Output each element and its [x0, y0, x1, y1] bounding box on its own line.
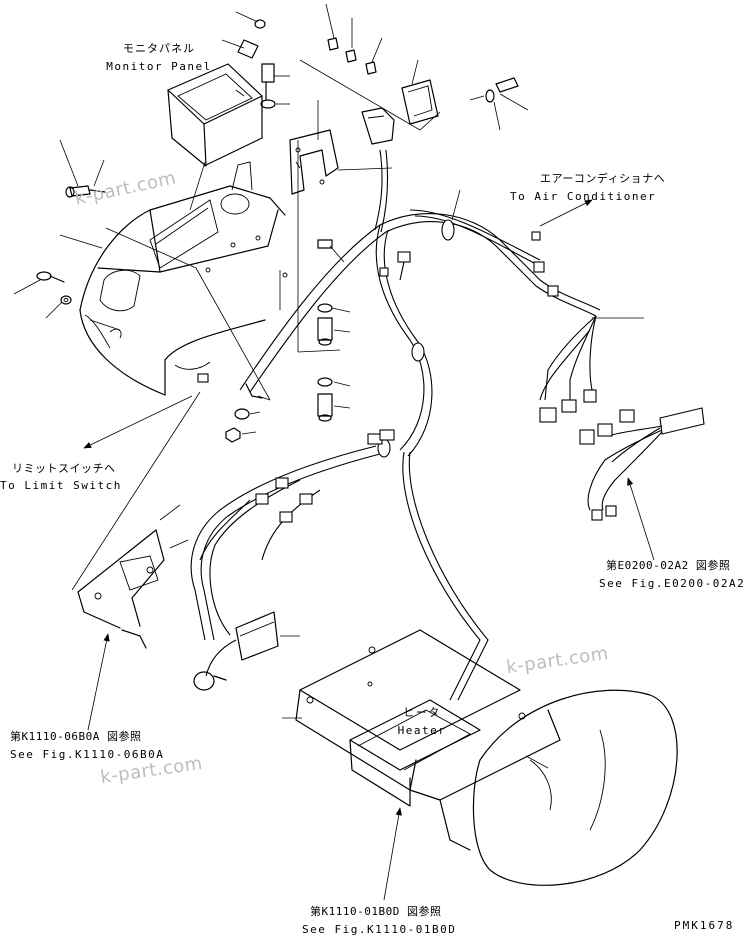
pointer-arrows [83, 199, 655, 901]
heater-label-jp: ヒータ [403, 706, 441, 719]
connector-clips-top [299, 37, 519, 145]
ref-e0200-label-jp: 第E0200-02A2 図参照 [606, 559, 731, 572]
ref-k1110-01-label-jp: 第K1110-01B0D 図参照 [310, 905, 442, 918]
air-conditioner-label-en: To Air Conditioner [510, 190, 657, 203]
ref-k1110-06-label-en: See Fig.K1110-06B0A [10, 748, 165, 761]
main-harness [190, 149, 601, 701]
monitor-panel-label-en: Monitor Panel [106, 60, 212, 73]
limit-switch-label-jp: リミットスイッチヘ [12, 462, 116, 475]
limit-switch-bracket-part [77, 529, 189, 649]
fasteners-left [36, 19, 276, 443]
ref-k1110-01-label-en: See Fig.K1110-01B0D [302, 923, 457, 936]
dashboard-housing-part [79, 161, 288, 396]
heater-unit-part [193, 611, 678, 886]
monitor-panel-label-jp: モニタパネル [123, 42, 195, 55]
air-conditioner-label-jp: エアーコンディショナヘ [540, 172, 666, 185]
mounting-bracket-part [279, 100, 341, 422]
ref-k1110-06-label-jp: 第K1110-06B0A 図参照 [10, 730, 142, 743]
heater-label-en: Heater [397, 724, 447, 737]
leader-lines [13, 3, 644, 769]
limit-switch-label-en: To Limit Switch [0, 479, 122, 492]
drawing-code: PMK1678 [674, 919, 735, 932]
ref-e0200-label-en: See Fig.E0200-02A2 [599, 577, 746, 590]
monitor-panel-part [167, 63, 263, 211]
connector-bundle-right [539, 315, 705, 521]
